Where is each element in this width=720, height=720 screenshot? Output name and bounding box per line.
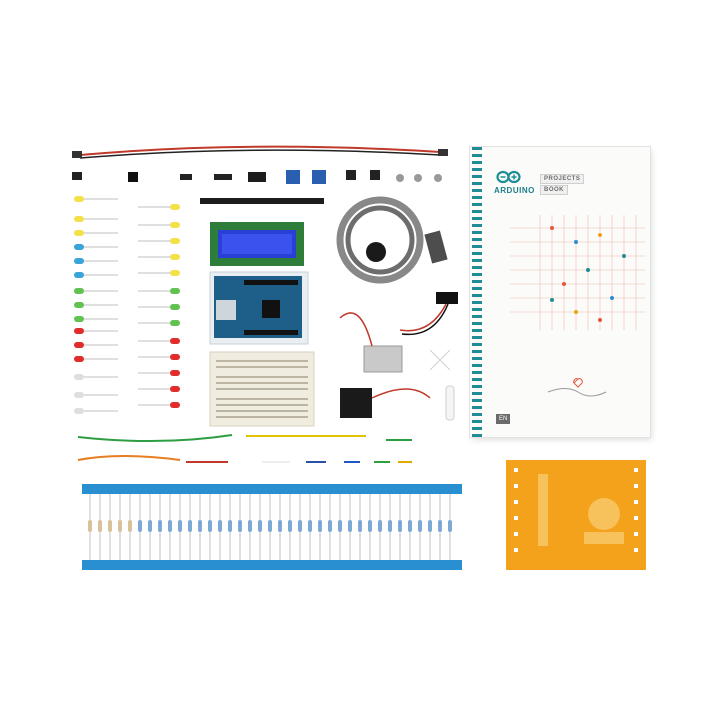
dc-motor bbox=[363, 345, 403, 373]
leds-left bbox=[74, 196, 118, 414]
usb-cable bbox=[336, 196, 448, 284]
lcd-display bbox=[210, 222, 304, 266]
pin-header bbox=[200, 198, 324, 204]
cardboard-template bbox=[506, 460, 646, 570]
book-brand: ARDUINO bbox=[494, 186, 535, 195]
book-language-badge: EN bbox=[496, 414, 511, 424]
book-title-line2: BOOK bbox=[540, 185, 568, 195]
servo-motor bbox=[340, 388, 372, 418]
breadboard bbox=[209, 351, 315, 427]
book-dots bbox=[550, 226, 626, 322]
arduino-logo-icon bbox=[496, 170, 521, 184]
book-title-line1: PROJECTS bbox=[540, 174, 585, 184]
jumper-wires bbox=[77, 434, 412, 463]
book-spiral-binding bbox=[472, 147, 482, 437]
resistor-tape bbox=[82, 484, 462, 570]
arduino-uno-board bbox=[209, 271, 309, 345]
jumper-cable-top bbox=[79, 145, 441, 156]
leds-right bbox=[138, 204, 180, 408]
